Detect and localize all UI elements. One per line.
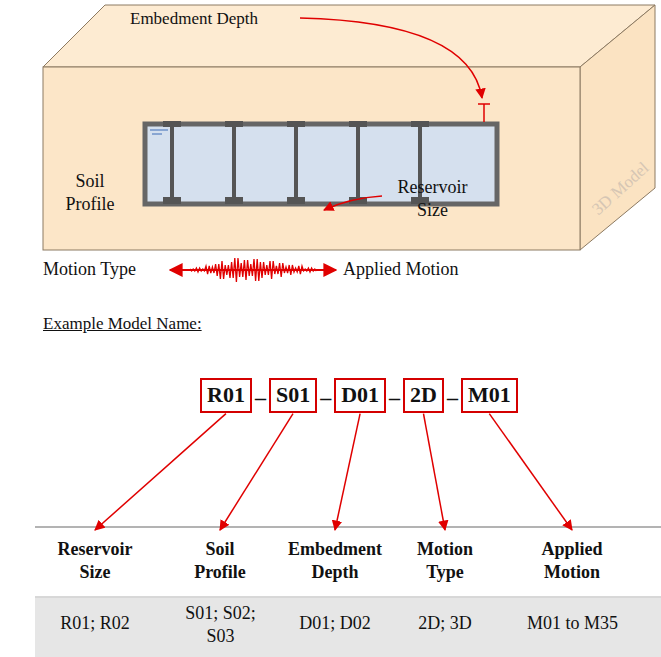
separator: _ <box>320 376 331 404</box>
model-code: S01 <box>276 382 310 407</box>
separator: _ <box>447 376 458 404</box>
table-header: Soil Profile <box>185 538 255 583</box>
table-cell: 2D; 3D <box>395 612 495 635</box>
model-code-box: D01 <box>334 378 386 413</box>
water-surface <box>150 129 168 131</box>
table-rule <box>35 597 661 598</box>
pointer-arrow <box>489 414 572 530</box>
table-cell: S01; S02; S03 <box>178 602 263 647</box>
callout-label: Reservoir Size <box>385 176 480 221</box>
callout-label: Applied Motion <box>343 258 483 281</box>
table-header: Embedment Depth <box>285 538 385 583</box>
table-row <box>35 598 661 657</box>
section-heading: Example Model Name: <box>43 313 243 334</box>
pointer-arrow <box>220 414 293 530</box>
water-surface <box>152 133 162 135</box>
columns <box>163 121 429 204</box>
table-header: Reservoir Size <box>45 538 145 583</box>
callout-label: Motion Type <box>43 258 168 281</box>
model-code: 2D <box>410 382 437 407</box>
pointer-arrow <box>95 414 226 530</box>
model-code: R01 <box>207 382 245 407</box>
separator: _ <box>389 376 400 404</box>
soil-top <box>43 5 655 67</box>
model-code-box: 2D <box>403 378 444 413</box>
pointer-arrow <box>423 414 445 530</box>
table-rule <box>35 526 661 528</box>
pointer-arrow <box>335 414 360 530</box>
callout-label: Embedment Depth <box>130 8 300 29</box>
leader-arrow <box>300 18 482 98</box>
depth-marker <box>483 104 485 122</box>
depth-marker <box>478 103 490 105</box>
soil-front <box>43 67 580 250</box>
table-cell: D01; D02 <box>285 612 385 635</box>
model-code-box: R01 <box>200 378 252 413</box>
model-code-box: S01 <box>269 378 317 413</box>
leader-arrow <box>324 196 382 210</box>
table-header: Applied Motion <box>530 538 614 583</box>
table-cell: M01 to M35 <box>515 612 630 635</box>
model-code: M01 <box>468 382 511 407</box>
model-code-box: M01 <box>461 378 518 413</box>
callout-label: Soil Profile <box>50 170 130 215</box>
separator: _ <box>255 376 266 404</box>
ground-motion <box>190 258 316 282</box>
model-code: D01 <box>341 382 379 407</box>
table-cell: R01; R02 <box>45 612 145 635</box>
table-header: Motion Type <box>410 538 480 583</box>
